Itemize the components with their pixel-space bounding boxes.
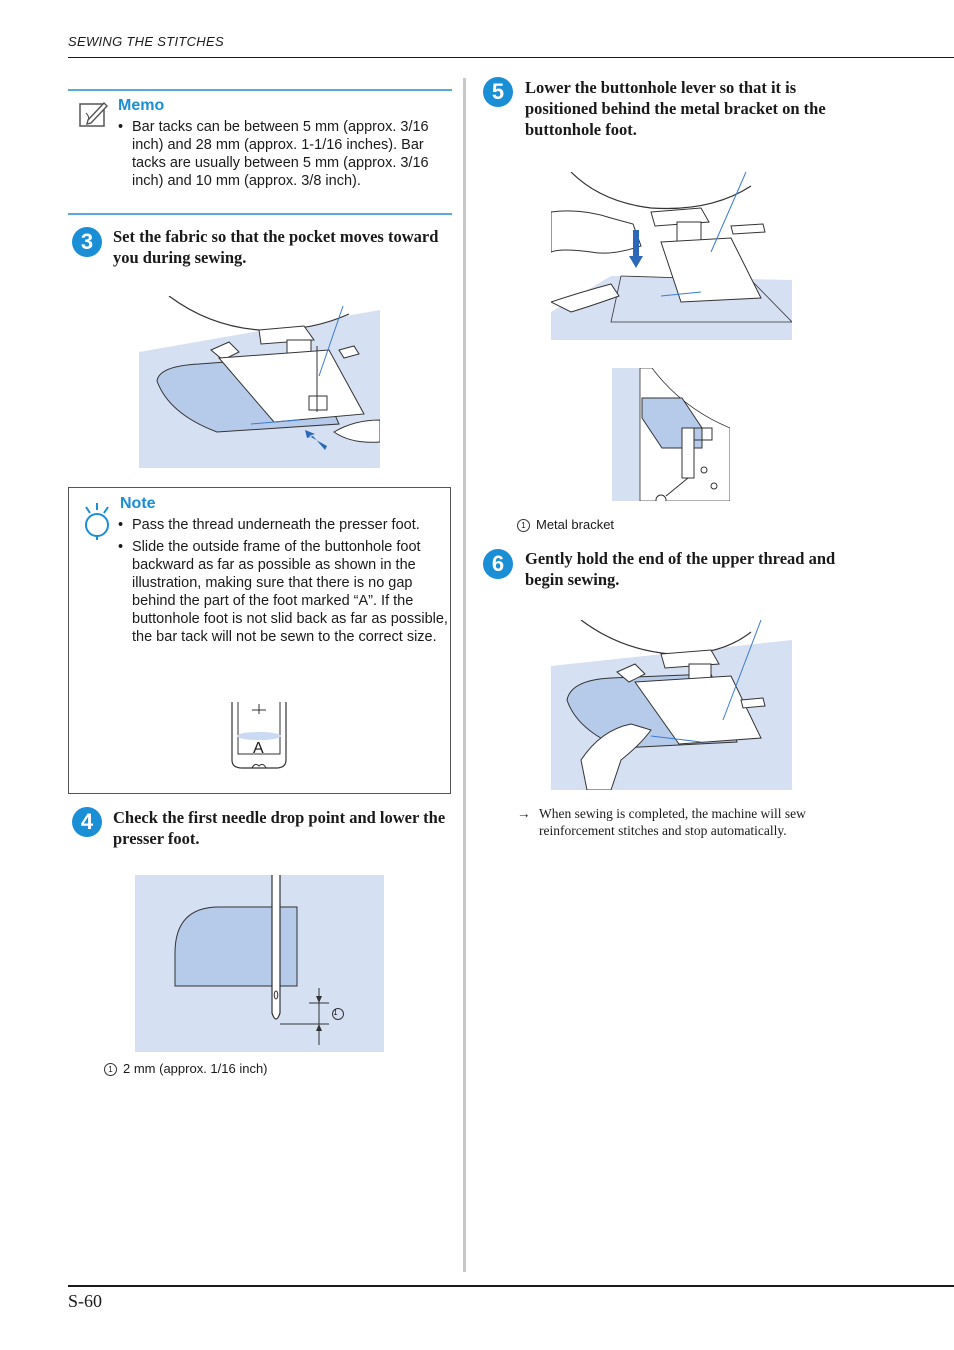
figure-label-a: A [253, 740, 264, 757]
callout-marker: 1 [517, 519, 530, 532]
memo-title: Memo [118, 97, 165, 114]
column-divider [463, 78, 466, 1272]
note-item: Pass the thread underneath the presser f… [118, 516, 448, 534]
step4-caption-text: 2 mm (approx. 1/16 inch) [123, 1061, 268, 1076]
result-arrow: → [517, 806, 531, 821]
result-note-text: When sewing is completed, the machine wi… [539, 806, 806, 838]
page-number: S-60 [68, 1291, 103, 1311]
running-header: SEWING THE STITCHES [68, 34, 224, 49]
callout-marker: 1 [104, 1063, 117, 1076]
note-body: Pass the thread underneath the presser f… [118, 516, 448, 650]
step-badge-4: 4 [72, 807, 102, 837]
step5-caption: 1 Metal bracket [517, 517, 614, 532]
footer-rule [68, 1285, 954, 1287]
step-5-text: Lower the buttonhole lever so that it is… [525, 78, 826, 139]
step-badge-6: 6 [483, 549, 513, 579]
step3-illustration [139, 296, 380, 468]
step-badge-5: 5 [483, 77, 513, 107]
step-4-text: Check the first needle drop point and lo… [113, 808, 446, 848]
lightbulb-icon [85, 503, 109, 540]
metal-bracket-closeup [612, 368, 730, 501]
buttonhole-foot-figure [231, 702, 287, 769]
note-title: Note [120, 495, 156, 512]
pencil-note-icon [79, 101, 108, 127]
note-box [68, 487, 451, 794]
step5-caption-text: Metal bracket [536, 517, 615, 532]
memo-item: Bar tacks can be between 5 mm (approx. 3… [118, 118, 448, 190]
step-6-text: Gently hold the end of the upper thread … [525, 549, 836, 589]
step4-illustration [135, 875, 384, 1052]
step-badge-3: 3 [72, 227, 102, 257]
step6-illustration [551, 620, 792, 790]
memo-top-rule [68, 89, 452, 91]
callout-number: 1 [333, 1008, 338, 1017]
step4-caption: 1 2 mm (approx. 1/16 inch) [104, 1061, 268, 1076]
result-note: → When sewing is completed, the machine … [517, 805, 857, 839]
memo-bottom-rule [68, 213, 452, 215]
header-rule [68, 57, 954, 58]
step-3-text: Set the fabric so that the pocket moves … [113, 227, 439, 267]
note-item: Slide the outside frame of the buttonhol… [118, 538, 448, 646]
step5-illustration [551, 172, 792, 340]
memo-body: Bar tacks can be between 5 mm (approx. 3… [118, 118, 448, 190]
